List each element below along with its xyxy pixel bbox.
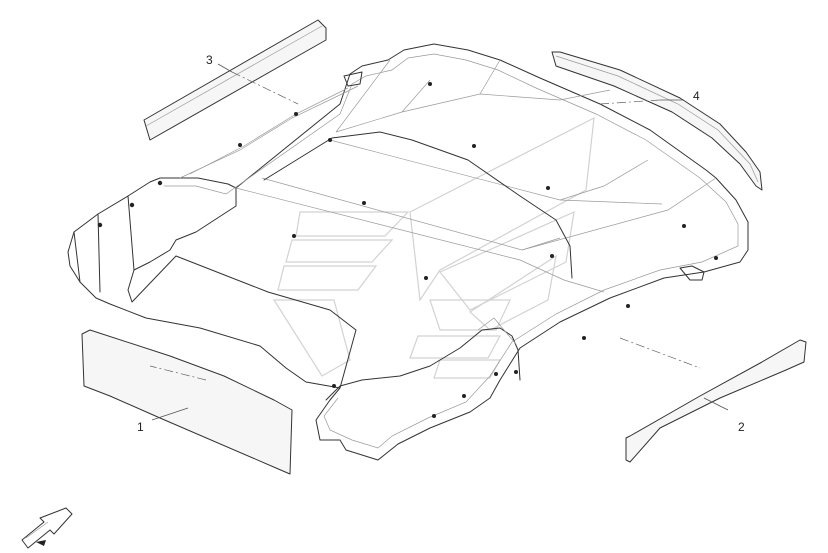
callout-1: 1	[137, 420, 144, 434]
callout-4: 4	[693, 89, 700, 103]
part-2-right-strip	[619, 337, 807, 463]
callout-leaders	[151, 63, 729, 421]
front-direction-arrow-icon	[21, 507, 73, 549]
callout-3: 3	[206, 53, 213, 67]
part-3-rear-strip	[143, 19, 327, 141]
headliner-panel	[67, 43, 749, 461]
part-4-curved-strip	[551, 51, 763, 191]
brand-logo-watermark	[272, 116, 595, 379]
part-1-front-strip	[81, 329, 293, 475]
callout-2: 2	[738, 420, 745, 434]
